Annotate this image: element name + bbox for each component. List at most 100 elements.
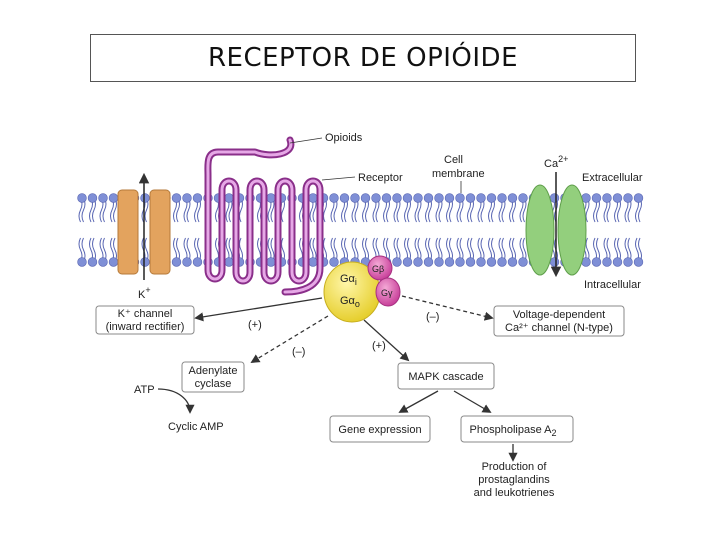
lipid-head xyxy=(434,193,444,203)
k-channel xyxy=(117,172,171,280)
lipid-head xyxy=(371,193,381,203)
sign-mapk: (+) xyxy=(372,340,386,352)
lipid-head xyxy=(182,257,192,267)
lipid-head xyxy=(612,257,623,267)
lipid-head xyxy=(444,257,455,267)
lipid-head xyxy=(497,257,507,267)
lipid-head xyxy=(192,257,203,267)
sign-k-channel: (+) xyxy=(248,319,262,331)
cell-membrane-label-2: membrane xyxy=(432,168,485,180)
lipid-head xyxy=(623,193,633,203)
lipid-head xyxy=(476,193,486,203)
lipid-head xyxy=(77,193,87,203)
production-line1: Production of xyxy=(482,461,548,473)
k-ion-label: K+ xyxy=(138,285,151,301)
extracellular-label: Extracellular xyxy=(582,172,643,184)
lipid-head xyxy=(98,257,108,267)
lipid-head xyxy=(171,193,182,203)
lipid-head xyxy=(444,193,455,203)
lipid-head xyxy=(602,257,612,267)
lipid-head xyxy=(455,193,465,203)
lipid-head xyxy=(497,193,507,203)
lipid-head xyxy=(633,257,644,267)
lipid-head xyxy=(182,193,192,203)
lipid-head xyxy=(413,193,423,203)
lipid-head xyxy=(591,193,602,203)
lipid-head xyxy=(98,193,108,203)
ca-ion-label: Ca2+ xyxy=(544,154,568,170)
production-line2: prostaglandins xyxy=(478,474,550,486)
lipid-head xyxy=(413,257,423,267)
lipid-head xyxy=(171,257,182,267)
k-channel-box xyxy=(95,305,195,335)
phospholipase-label: Phospholipase A2 xyxy=(470,424,557,438)
g-beta-label: Gβ xyxy=(372,264,384,274)
lipid-head xyxy=(360,193,371,203)
mapk-box xyxy=(397,362,495,390)
lipid-head xyxy=(192,193,203,203)
lipid-head xyxy=(224,193,234,203)
lipid-head xyxy=(392,193,402,203)
opioid-receptor xyxy=(204,136,324,296)
lipid-head xyxy=(308,257,318,267)
adenylate-line2: cyclase xyxy=(195,378,232,390)
adenylate-line1: Adenylate xyxy=(189,365,238,377)
lipid-head xyxy=(402,257,413,267)
lipid-head xyxy=(602,193,612,203)
lipid-head xyxy=(623,257,633,267)
ca-channel xyxy=(525,172,587,278)
lipid-head xyxy=(434,257,444,267)
lipid-head xyxy=(486,193,497,203)
lipid-head xyxy=(507,257,518,267)
gene-expression-box xyxy=(329,415,431,443)
lipid-head xyxy=(381,193,392,203)
receptor-label: Receptor xyxy=(358,172,403,184)
lipid-head xyxy=(140,257,150,267)
lipid-head xyxy=(108,193,119,203)
lipid-head xyxy=(402,193,413,203)
lipid-head xyxy=(266,257,276,267)
lipid-head xyxy=(308,193,318,203)
lipid-head xyxy=(507,193,518,203)
k-channel-box-line2: (inward rectifier) xyxy=(106,321,185,333)
g-gamma-label: Gγ xyxy=(381,288,393,298)
adenylate-cyclase-box xyxy=(181,361,245,393)
lipid-head xyxy=(329,257,339,267)
g-protein xyxy=(323,255,401,323)
phospholipase-box xyxy=(460,415,574,443)
lipid-head xyxy=(87,193,98,203)
lipid-head xyxy=(329,193,339,203)
voltage-channel-line1: Voltage-dependent xyxy=(513,309,605,321)
lipid-head xyxy=(633,193,644,203)
gene-expression-label: Gene expression xyxy=(338,424,421,436)
lipid-head xyxy=(77,257,87,267)
lipid-head xyxy=(549,193,560,203)
lipid-head xyxy=(612,193,623,203)
atp-label: ATP xyxy=(134,384,155,396)
lipid-head xyxy=(549,257,560,267)
k-channel-box-line1: K⁺ channel xyxy=(118,308,173,320)
title-box: RECEPTOR DE OPIÓIDE xyxy=(90,34,636,82)
sign-adenylate: (–) xyxy=(292,346,305,358)
cell-membrane-label-1: Cell xyxy=(444,154,463,166)
lipid-head xyxy=(87,257,98,267)
intracellular-label: Intracellular xyxy=(584,279,641,291)
lipid-head xyxy=(476,257,486,267)
lipid-head xyxy=(350,193,360,203)
lipid-head xyxy=(392,257,402,267)
lipid-head xyxy=(518,257,528,267)
voltage-channel-line2: Ca²⁺ channel (N-type) xyxy=(505,322,613,334)
cyclic-amp-label: Cyclic AMP xyxy=(168,421,224,433)
lipid-head xyxy=(455,257,465,267)
lipid-head xyxy=(486,257,497,267)
g-alpha-o-label: Gαo xyxy=(340,295,360,309)
sign-ca-channel: (–) xyxy=(426,311,439,323)
lipid-head xyxy=(224,257,234,267)
lipid-head xyxy=(518,193,528,203)
lipid-head xyxy=(423,257,434,267)
opioids-label: Opioids xyxy=(325,132,363,144)
lipid-head xyxy=(266,193,276,203)
voltage-channel-box xyxy=(493,305,625,337)
page-title: RECEPTOR DE OPIÓIDE xyxy=(207,43,519,73)
